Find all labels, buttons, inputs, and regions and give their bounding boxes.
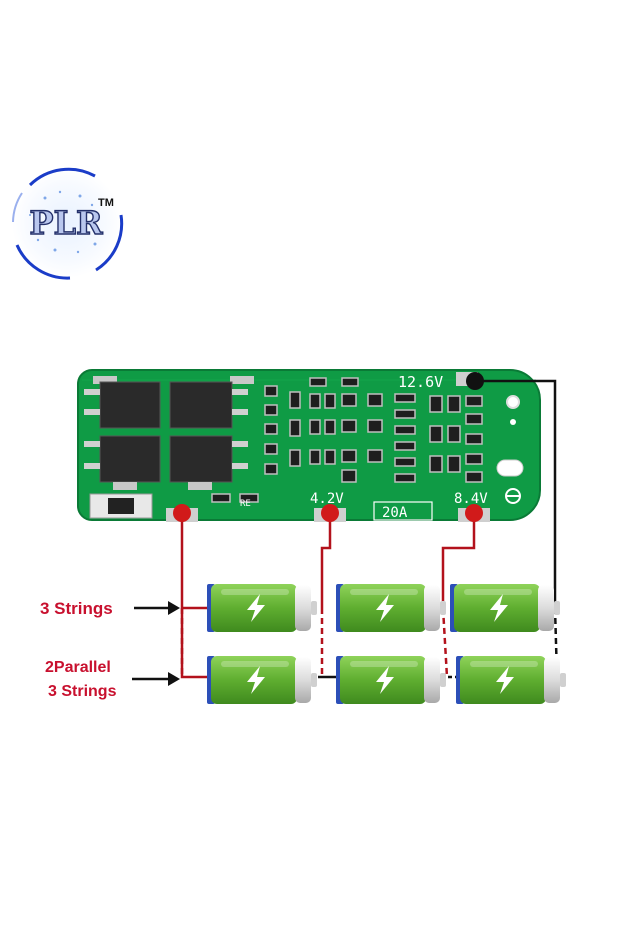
lightning-bolt-icon (376, 594, 394, 622)
battery-cells (207, 584, 566, 704)
lightning-bolt-icon (490, 594, 508, 622)
wire-b-plus-parallel (553, 607, 559, 678)
bms-protection-board: 12.6V 4.2V 8.4V 20A RE (77, 369, 541, 522)
logo-arc-right (95, 214, 124, 272)
label-re: RE (240, 499, 251, 509)
arrow-row-2-icon (132, 672, 180, 686)
battery-cell-r1-c1 (207, 584, 317, 632)
battery-cell-r1-c3 (450, 584, 560, 632)
logo-text: PLR (29, 204, 103, 242)
mounting-holes (496, 395, 524, 504)
logo-arc-bottom (15, 244, 71, 280)
battery-cell-r2-c1 (207, 656, 317, 704)
row-labels: 3 Strings 2Parallel 3 Strings (40, 599, 180, 700)
mosfet-2 (169, 376, 254, 429)
wire-8-4v-parallel (441, 607, 449, 678)
brand-logo: PLR TM (12, 167, 124, 280)
mosfet-1 (84, 376, 161, 429)
battery-cell-r2-c2 (336, 656, 446, 704)
trademark-mark: TM (98, 197, 114, 209)
lightning-bolt-icon (496, 666, 514, 694)
logo-arc-left (12, 192, 23, 223)
mosfet-4 (169, 435, 248, 490)
label-3-strings-2: 3 Strings (48, 683, 117, 700)
wire-8-4v (441, 514, 476, 608)
label-12-6v: 12.6V (398, 373, 443, 391)
smd-components (211, 377, 483, 503)
current-rating-box (373, 501, 433, 521)
label-4-2v: 4.2V (310, 491, 344, 507)
lightning-bolt-icon (376, 666, 394, 694)
label-3-strings: 3 Strings (40, 599, 113, 618)
dot-b-minus (173, 504, 191, 522)
mosfet-3 (84, 435, 161, 490)
logo-sparkles (29, 190, 97, 254)
arrow-row-1-icon (134, 601, 180, 615)
dot-4-2v (321, 504, 339, 522)
logo-arc-top (28, 167, 96, 187)
mosfet-group (84, 376, 254, 490)
wire-b-plus (475, 379, 557, 608)
dot-b-plus (466, 372, 484, 390)
label-20a: 20A (382, 505, 408, 521)
wire-b-minus (180, 514, 207, 679)
lightning-bolt-icon (247, 594, 265, 622)
logo-disc (12, 168, 122, 278)
wire-4-2v (320, 514, 332, 608)
connection-dots (173, 372, 484, 522)
lightning-bolt-icon (247, 666, 265, 694)
battery-cell-r1-c2 (336, 584, 446, 632)
label-2parallel: 2Parallel (45, 659, 111, 676)
wiring (180, 379, 559, 679)
shunt-resistor (89, 493, 153, 519)
label-8-4v: 8.4V (454, 491, 488, 507)
battery-cell-r2-c3 (456, 656, 566, 704)
dot-8-4v (465, 504, 483, 522)
